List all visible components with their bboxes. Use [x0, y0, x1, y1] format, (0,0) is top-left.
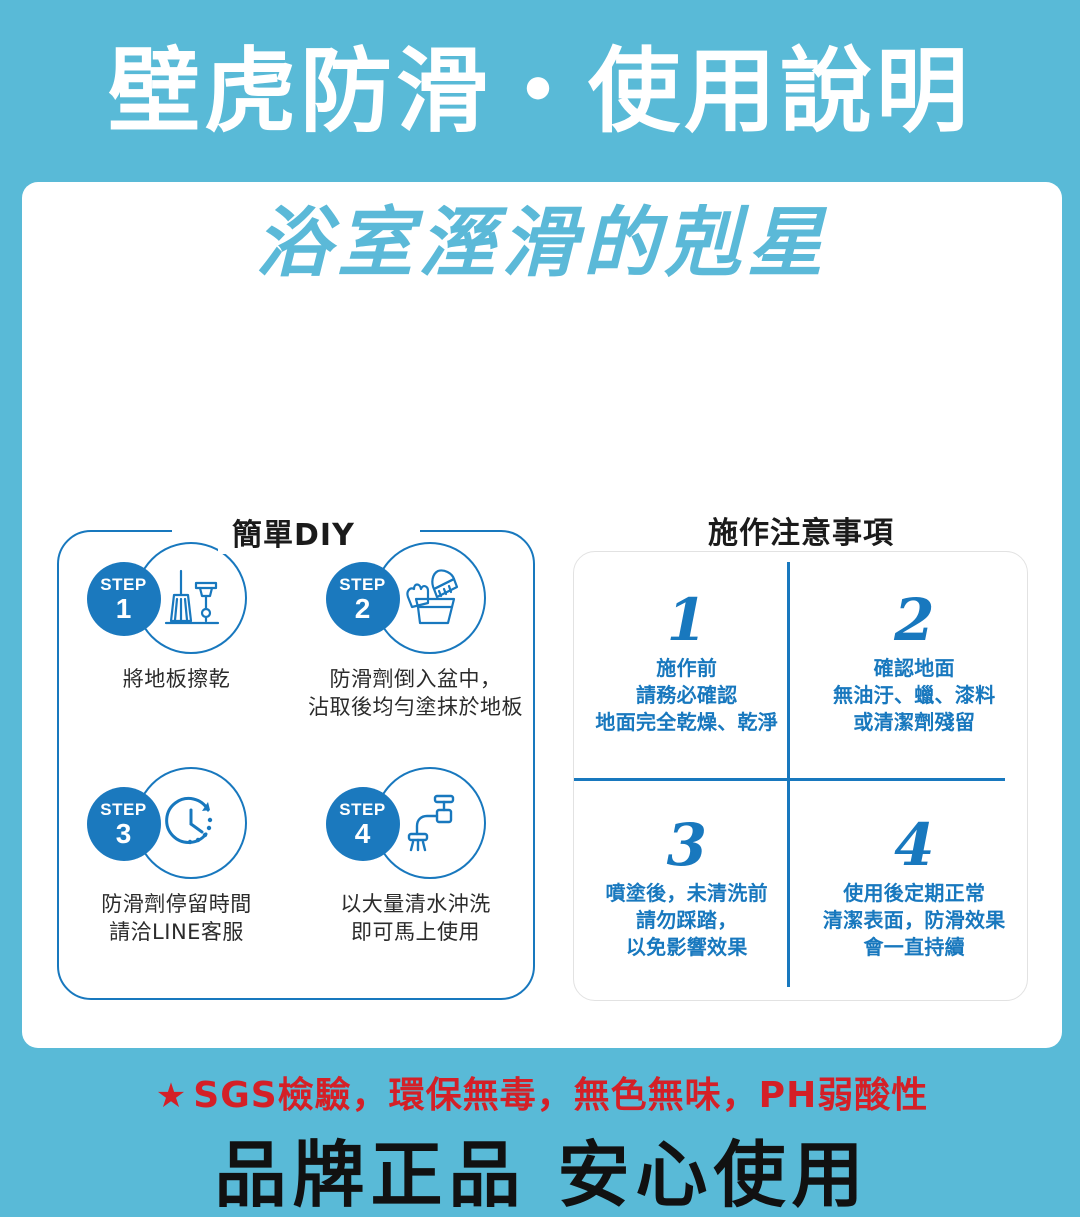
step-item-2: STEP 2 防滑劑倒入盆中， 沾取後均勻塗抹於地板: [296, 542, 535, 767]
note-item-3: 3 噴塗後，未清洗前 請勿踩踏， 以免影響效果: [573, 776, 801, 1001]
step-3-caption: 防滑劑停留時間 請洽LINE客服: [101, 892, 252, 944]
content-card: 浴室溼滑的剋星 簡單DIY: [22, 182, 1062, 1215]
notes-grid: 1 施作前 請務必確認 地面完全乾燥、乾淨 2 確認地面 無油汙、蠟、漆料 或清…: [573, 551, 1028, 1001]
step-4-badge-label: STEP: [339, 799, 386, 819]
note-1-number: 1: [666, 586, 707, 655]
glove-bucket-brush-icon: [405, 569, 458, 625]
note-item-2: 2 確認地面 無油汙、蠟、漆料 或清潔劑殘留: [801, 551, 1029, 776]
step-1-badge-number: 1: [115, 592, 132, 624]
step-3-badge-label: STEP: [100, 799, 147, 819]
step-2-badge: STEP 2: [325, 562, 400, 636]
brand-line: 品牌正品 安心使用: [214, 1133, 870, 1217]
note-item-1: 1 施作前 請務必確認 地面完全乾燥、乾淨: [573, 551, 801, 776]
note-4-text: 使用後定期正常 清潔表面，防滑效果 會一直持續: [822, 881, 1006, 959]
faucet-icon: [407, 794, 454, 852]
note-3-text: 噴塗後，未清洗前 請勿踩踏， 以免影響效果: [605, 881, 768, 959]
step-2-art: STEP 2: [318, 542, 514, 658]
clock-timer-icon: [164, 796, 212, 845]
step-2-caption: 防滑劑倒入盆中， 沾取後均勻塗抹於地板: [308, 667, 523, 719]
step-3-art: STEP 3: [79, 767, 275, 883]
subtitle: 浴室溼滑的剋星: [255, 198, 829, 287]
step-4-art: STEP 4: [318, 767, 514, 883]
star-icon: ★: [155, 1076, 188, 1116]
step-2-badge-number: 2: [354, 592, 371, 624]
step-item-4: STEP 4 以大量清水沖洗 即可馬上使用: [296, 767, 535, 992]
note-item-4: 4 使用後定期正常 清潔表面，防滑效果 會一直持續: [801, 776, 1029, 1001]
certification-text: SGS檢驗，環保無毒，無色無味，PH弱酸性: [193, 1075, 929, 1116]
note-2-number: 2: [894, 586, 935, 655]
step-3-badge-number: 3: [115, 817, 132, 849]
notes-section-title: 施作注意事項: [708, 516, 894, 551]
step-1-art: STEP 1: [79, 542, 275, 658]
step-2-badge-label: STEP: [339, 574, 386, 594]
note-3-number: 3: [666, 811, 707, 880]
diy-steps-grid: STEP 1 將地板擦乾: [57, 542, 535, 992]
step-item-1: STEP 1 將地板擦乾: [57, 542, 296, 767]
certification-line: ★SGS檢驗，環保無毒，無色無味，PH弱酸性: [22, 1066, 1062, 1118]
step-item-3: STEP 3 防滑劑停留時間 請洽LINE客服: [57, 767, 296, 992]
step-1-badge: STEP 1: [86, 562, 161, 636]
step-1-badge-label: STEP: [100, 574, 147, 594]
notes-vertical-divider: [787, 562, 790, 987]
header-band: 壁虎防滑・使用說明: [0, 0, 1080, 183]
step-1-ring: [134, 542, 247, 654]
note-1-text: 施作前 請務必確認 地面完全乾燥、乾淨: [595, 656, 779, 734]
note-2-text: 確認地面 無油汙、蠟、漆料 或清潔劑殘留: [833, 656, 996, 734]
notes-horizontal-divider: [574, 778, 1005, 781]
step-4-caption: 以大量清水沖洗 即可馬上使用: [340, 892, 491, 944]
note-4-number: 4: [894, 811, 935, 880]
step-4-badge: STEP 4: [325, 787, 400, 861]
notes-panel-border: [573, 551, 1028, 1001]
page-title: 壁虎防滑・使用說明: [107, 37, 972, 145]
diy-section-title: 簡單DIY: [218, 510, 369, 554]
step-1-caption: 將地板擦乾: [122, 667, 231, 691]
step-3-badge: STEP 3: [86, 787, 161, 861]
step-4-badge-number: 4: [354, 817, 371, 849]
mop-icon: [164, 569, 219, 625]
